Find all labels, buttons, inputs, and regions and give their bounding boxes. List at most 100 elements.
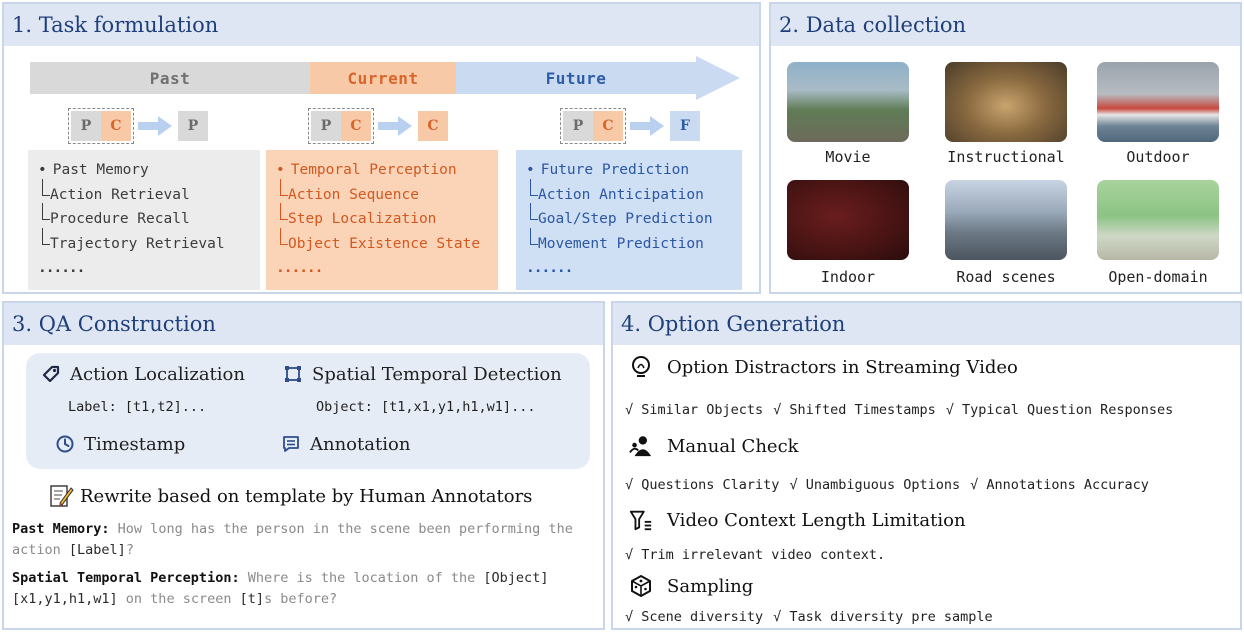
sampling-heading: Sampling: [629, 574, 753, 598]
context-length-items: √ Trim irrelevant video context.: [625, 547, 895, 563]
category-label: Indoor: [820, 268, 876, 286]
category-label: Road scenes: [956, 268, 1056, 286]
category-label: Instructional: [947, 148, 1065, 166]
outdoor-thumbnail: [1097, 62, 1219, 142]
seq-box: C: [593, 111, 623, 141]
check-item: √ Questions Clarity: [625, 477, 780, 493]
qa-example-past-memory: Past Memory: How long has the person in …: [12, 519, 602, 561]
spatial-temporal-detection-label: Spatial Temporal Detection: [312, 363, 562, 385]
seq-result: P: [178, 111, 208, 141]
sequence-input: P C: [308, 108, 374, 144]
timeline-arrow-icon: [696, 56, 740, 100]
seq-box: C: [101, 111, 131, 141]
future-prediction-list: Future Prediction Action Anticipation Go…: [516, 150, 742, 290]
list-item: Action Sequence: [276, 178, 488, 208]
bounding-box-icon: [282, 363, 304, 385]
qa-text: ?: [125, 542, 134, 558]
manual-check-heading: Manual Check: [629, 434, 799, 458]
spatial-temporal-detection-item: Spatial Temporal Detection: [282, 363, 562, 385]
list-item: Trajectory Retrieval: [38, 227, 250, 257]
timestamp-label: Timestamp: [84, 433, 186, 455]
manual-check-items: √ Questions Clarity √ Unambiguous Options…: [625, 477, 1159, 493]
check-item: √ Similar Objects: [625, 402, 764, 418]
qa-text: Where is the location of the: [239, 570, 484, 586]
qa-token: [Label]: [68, 542, 126, 558]
qa-text: How long has the person in the scene bee…: [12, 521, 573, 558]
indoor-thumbnail: [787, 180, 909, 260]
list-head: Past Memory: [38, 158, 250, 183]
check-item: √ Trim irrelevant video context.: [625, 547, 886, 563]
movie-thumbnail: [787, 62, 909, 142]
timeline-current: Current: [310, 62, 456, 94]
qa-type-label: Past Memory:: [12, 521, 110, 537]
comment-icon: [280, 433, 302, 455]
qa-construction-panel: 3. QA Construction Action Localization L…: [2, 301, 605, 630]
seq-box: P: [311, 111, 341, 141]
list-item: Object Existence State: [276, 227, 488, 257]
timestamp-item: Timestamp: [54, 433, 185, 455]
list-item: Goal/Step Prediction: [526, 203, 732, 232]
section-title: Option Distractors in Streaming Video: [667, 356, 1018, 378]
sampling-items: √ Scene diversity √ Task diversity pre sa…: [625, 609, 1003, 625]
list-item: Procedure Recall: [38, 203, 250, 232]
list-item: Action Retrieval: [38, 178, 250, 208]
qa-token: [x1,y1,h1,w1]: [12, 591, 118, 607]
road-scenes-thumbnail: [945, 180, 1067, 260]
option-distractors-items: √ Similar Objects √ Shifted Timestamps √ T…: [625, 402, 1183, 418]
timeline-future: Future: [456, 62, 696, 94]
open-domain-thumbnail: [1097, 180, 1219, 260]
annotation-types-box: [26, 353, 590, 469]
list-head: Future Prediction: [526, 158, 732, 183]
object-format: Object: [t1,x1,y1,h1,w1]...: [316, 399, 536, 415]
tag-icon: [40, 363, 62, 385]
action-localization-item: Action Localization: [40, 363, 245, 385]
section-title: Video Context Length Limitation: [667, 509, 966, 531]
list-item: Step Localization: [276, 203, 488, 232]
people-icon: [629, 434, 653, 458]
check-item: √ Typical Question Responses: [945, 402, 1174, 418]
temporal-perception-list: Temporal Perception Action Sequence Step…: [266, 150, 498, 290]
check-item: √ Task diversity pre sample: [773, 609, 993, 625]
lightbulb-icon: [629, 355, 653, 379]
panel-title: 2. Data collection: [771, 4, 1240, 46]
list-item: Movement Prediction: [526, 227, 732, 257]
arrow-right-icon: [138, 116, 174, 136]
sequence-input: P C: [68, 108, 134, 144]
section-title: Manual Check: [667, 435, 799, 457]
seq-box: C: [341, 111, 371, 141]
seq-result: F: [670, 111, 700, 141]
check-item: √ Scene diversity: [625, 609, 764, 625]
sequence-input: P C: [560, 108, 626, 144]
list-head: Temporal Perception: [276, 158, 488, 183]
section-title: Sampling: [667, 575, 754, 597]
panel-title: 3. QA Construction: [4, 303, 603, 345]
arrow-right-icon: [378, 116, 414, 136]
rewrite-label: Rewrite based on template by Human Annot…: [80, 485, 533, 507]
qa-token: [t]: [239, 591, 264, 607]
category-label: Open-domain: [1108, 268, 1208, 286]
clock-icon: [54, 433, 76, 455]
seq-box: P: [563, 111, 593, 141]
rewrite-heading: Rewrite based on template by Human Annot…: [48, 483, 532, 509]
context-length-heading: Video Context Length Limitation: [629, 508, 966, 532]
qa-text: on the screen: [117, 591, 240, 607]
annotation-item: Annotation: [280, 433, 410, 455]
check-item: √ Shifted Timestamps: [773, 402, 936, 418]
list-more: ......: [276, 260, 323, 276]
option-distractors-heading: Option Distractors in Streaming Video: [629, 355, 1018, 379]
past-memory-list: Past Memory Action Retrieval Procedure R…: [28, 150, 260, 290]
check-item: √ Annotations Accuracy: [970, 477, 1149, 493]
list-more: ......: [526, 260, 573, 276]
sequence-past: P C P: [68, 108, 208, 144]
check-item: √ Unambiguous Options: [789, 477, 961, 493]
action-localization-label: Action Localization: [70, 363, 245, 385]
dice-icon: [629, 574, 653, 598]
sequence-current: P C C: [308, 108, 448, 144]
qa-type-label: Spatial Temporal Perception:: [12, 570, 240, 586]
pencil-note-icon: [48, 483, 74, 509]
category-label: Outdoor: [1126, 148, 1190, 166]
timeline-past: Past: [30, 62, 310, 94]
qa-text: s before?: [263, 591, 338, 607]
task-formulation-panel: 1. Task formulation Past Current Future …: [2, 2, 761, 294]
list-more: ......: [38, 260, 85, 276]
